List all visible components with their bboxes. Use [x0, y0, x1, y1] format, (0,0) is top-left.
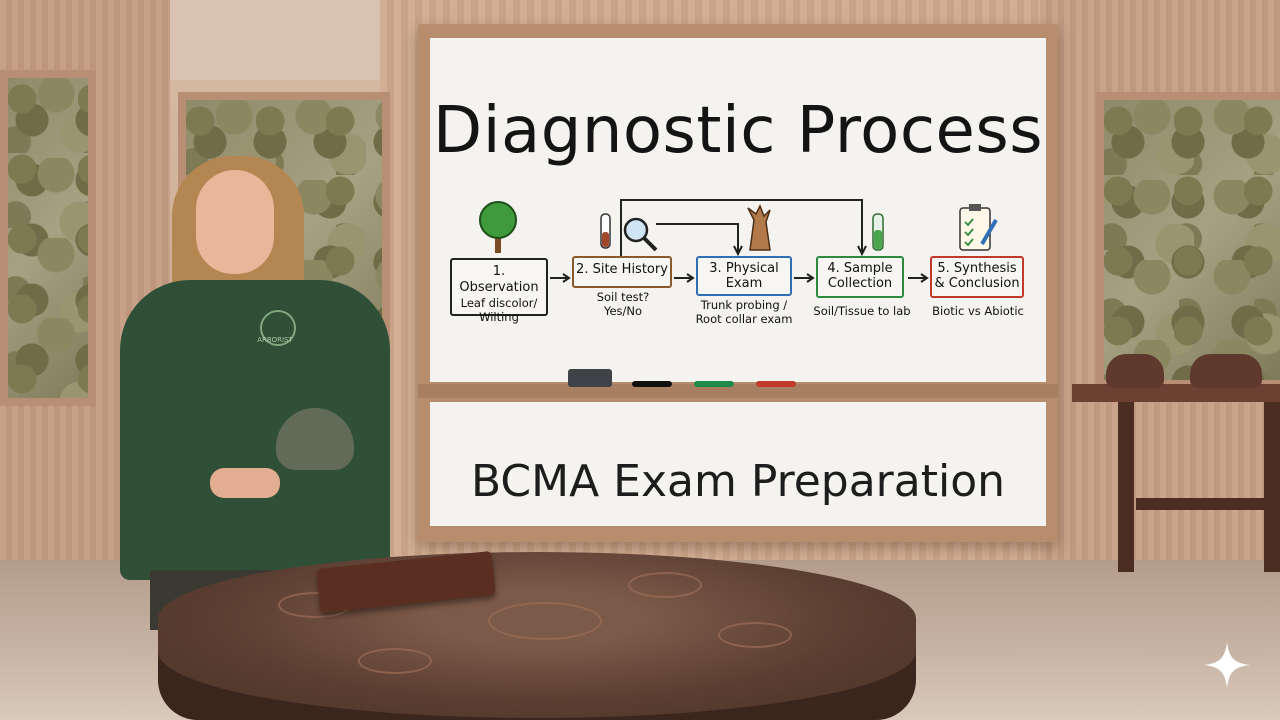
table-carving — [718, 622, 792, 648]
climbing-helmet — [276, 408, 354, 470]
stump-table — [158, 552, 916, 718]
face — [196, 170, 274, 274]
step-arrows — [550, 273, 929, 283]
marker-black — [632, 381, 672, 387]
tree-icon — [479, 201, 517, 253]
step-label: 2. Site History — [576, 262, 668, 277]
climbing-gear — [1106, 354, 1164, 388]
shirt-logo-text: ARBORIST — [257, 336, 293, 344]
right-window — [1096, 92, 1280, 388]
step-note: Soil test? Yes/No — [596, 290, 650, 318]
tree-trunk-icon — [747, 204, 771, 251]
step-label: 1. Observation — [459, 264, 539, 295]
whiteboard-lower-panel — [430, 402, 1046, 526]
connector-line — [656, 223, 739, 252]
sparkle-icon — [1204, 642, 1250, 688]
marker-red — [756, 381, 796, 387]
whiteboard: Diagnostic Process BCMA Exam Preparation — [418, 24, 1058, 542]
sample-vial-icon — [872, 213, 884, 251]
side-table-leg — [1264, 402, 1280, 572]
table-carving — [628, 572, 702, 598]
connector-line — [620, 199, 863, 256]
step-sample-collection: 4. Sample Collection — [816, 256, 904, 298]
left-window — [0, 70, 96, 406]
step-note: Biotic vs Abiotic — [932, 304, 1024, 318]
marker-ledge — [418, 384, 1058, 398]
table-carving — [358, 648, 432, 674]
step-label: 5. Synthesis & Conclusion — [934, 261, 1020, 291]
arborist-logo-icon — [260, 310, 296, 346]
step-note: Trunk probing / Root collar exam — [695, 298, 793, 326]
side-table-leg — [1118, 402, 1134, 572]
hands — [210, 468, 280, 498]
step-physical-exam: 3. Physical Exam — [696, 256, 792, 296]
side-table-top — [1072, 384, 1280, 402]
side-table-rail — [1136, 498, 1280, 510]
whiteboard-eraser — [568, 369, 612, 387]
step-observation: 1. Observation Leaf discolor/ Wilting — [450, 258, 548, 324]
magnifier-icon — [623, 217, 658, 252]
board-title: Diagnostic Process — [432, 94, 1044, 168]
whiteboard-upper-panel — [430, 38, 1046, 382]
arborist-instructor: ARBORIST — [110, 150, 410, 630]
step-note: Soil/Tissue to lab — [813, 304, 911, 318]
step-label: 4. Sample Collection — [827, 261, 893, 291]
marker-green — [694, 381, 734, 387]
step-label: 3. Physical Exam — [709, 261, 779, 291]
flow-diagram — [479, 199, 998, 283]
step-synthesis-conclusion: 5. Synthesis & Conclusion — [930, 256, 1024, 298]
climbing-gear — [1190, 354, 1262, 388]
clipboard-pen-icon — [959, 204, 998, 251]
step-site-history: 2. Site History — [572, 256, 672, 288]
step-note: Leaf discolor/ Wilting — [460, 296, 538, 324]
test-tube-icon — [600, 213, 611, 249]
table-carving — [488, 602, 602, 640]
board-subtitle: BCMA Exam Preparation — [470, 456, 1005, 507]
